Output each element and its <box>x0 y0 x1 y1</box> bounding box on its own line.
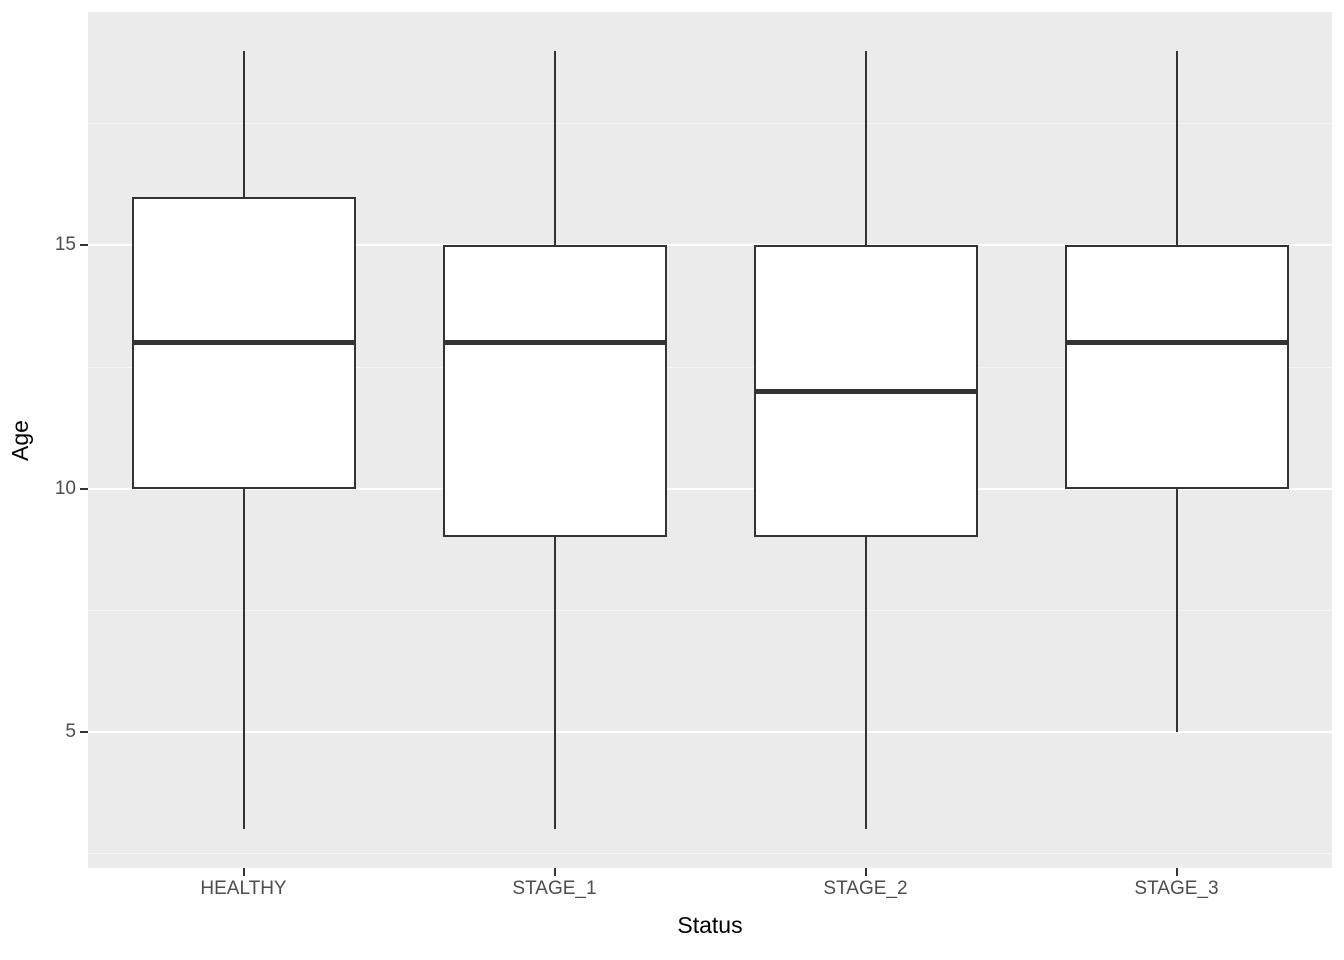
y-tick-mark <box>80 244 88 247</box>
boxplot-stage-3 <box>88 12 1332 868</box>
whisker-upper <box>864 50 867 246</box>
y-tick-label: 10 <box>54 477 76 499</box>
y-axis-title: Age <box>0 0 40 880</box>
y-tick-label: 15 <box>54 234 76 256</box>
plot-panel <box>88 12 1332 868</box>
x-tick-mark <box>553 868 556 876</box>
x-tick-label-stage-2: STAGE_2 <box>823 878 908 899</box>
grid-line-major <box>88 730 1332 733</box>
whisker-upper <box>553 50 556 246</box>
median-line <box>1064 340 1289 346</box>
y-tick-mark <box>80 730 88 733</box>
grid-line-minor <box>88 852 1332 854</box>
grid-line-minor <box>88 123 1332 125</box>
y-axis-title-text: Age <box>6 419 33 461</box>
x-tick-label-stage-3: STAGE_3 <box>1134 878 1219 899</box>
boxplot-stage-1 <box>88 12 1332 868</box>
x-tick-mark <box>242 868 245 876</box>
whisker-lower <box>553 537 556 830</box>
x-tick-label-healthy: HEALTHY <box>200 878 287 899</box>
x-tick-label-stage-1: STAGE_1 <box>512 878 597 899</box>
grid-line-major <box>88 487 1332 490</box>
median-line <box>753 388 978 394</box>
y-tick-mark <box>80 487 88 490</box>
median-line <box>131 340 356 346</box>
y-tick-label: 5 <box>65 720 76 742</box>
median-line <box>442 340 667 346</box>
grid-line-minor <box>88 366 1332 368</box>
whisker-upper <box>1175 50 1178 246</box>
whisker-upper <box>242 50 245 197</box>
whisker-lower <box>864 537 867 830</box>
grid-line-minor <box>88 609 1332 611</box>
x-axis-title: Status <box>677 912 743 938</box>
x-tick-mark <box>864 868 867 876</box>
grid-line-major <box>88 244 1332 247</box>
whisker-lower <box>242 488 245 830</box>
boxplot-healthy <box>88 12 1332 868</box>
x-tick-mark <box>1175 868 1178 876</box>
box-iqr <box>1064 245 1289 489</box>
box-iqr <box>442 245 667 538</box>
whisker-lower <box>1175 488 1178 732</box>
boxplot-stage-2 <box>88 12 1332 868</box>
